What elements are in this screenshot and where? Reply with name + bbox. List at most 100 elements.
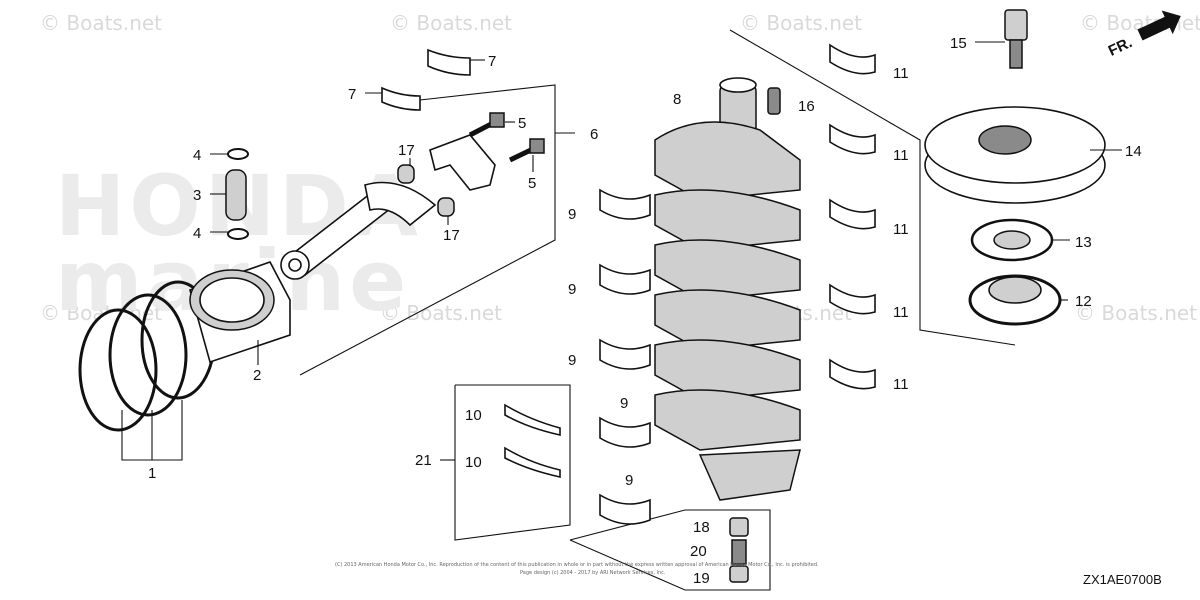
crank-web (654, 121, 801, 201)
pulley-bolt[interactable] (975, 9, 1028, 69)
callout-7[interactable]: 7 (348, 86, 356, 103)
main-bearing[interactable] (599, 416, 651, 448)
callout-11[interactable]: 11 (893, 304, 909, 321)
callout-21[interactable]: 21 (415, 452, 432, 469)
dowel-pin[interactable] (397, 164, 415, 184)
main-bearings-upper (599, 188, 651, 525)
watermark-text: © Boats.net (40, 11, 162, 35)
crankshaft[interactable] (654, 77, 801, 501)
callout-4[interactable]: 4 (193, 225, 201, 242)
bearing-shell[interactable] (829, 43, 876, 75)
main-bearing[interactable] (599, 493, 651, 525)
piston-ring[interactable] (78, 308, 158, 432)
callout-19[interactable]: 19 (693, 570, 710, 587)
callout-17[interactable]: 17 (443, 227, 460, 244)
callout-6[interactable]: 6 (590, 126, 598, 143)
bolt-head (489, 112, 505, 128)
drive-gear[interactable] (968, 274, 1068, 326)
rod-bearings (365, 48, 485, 111)
piston-pin-clip[interactable] (227, 228, 249, 240)
rod-bearing[interactable] (427, 48, 471, 76)
callout-11[interactable]: 11 (893, 147, 909, 164)
oil-jet-group-box (569, 509, 771, 591)
callout-9[interactable]: 9 (568, 206, 576, 223)
callout-9[interactable]: 9 (568, 281, 576, 298)
callout-17[interactable]: 17 (398, 142, 415, 159)
callout-labels: 1 2 3 4 4 5 5 6 7 7 8 9 9 9 9 9 10 10 11… (148, 35, 1142, 587)
piston-ring[interactable] (108, 293, 188, 417)
callout-5[interactable]: 5 (528, 175, 536, 192)
crank-web (654, 189, 801, 251)
rod-bearing[interactable] (381, 86, 421, 111)
callout-2[interactable]: 2 (253, 367, 261, 384)
thrust-group-box (454, 384, 571, 541)
thrust-washers (504, 403, 561, 478)
rod-small-end-bore (288, 258, 302, 272)
callout-20[interactable]: 20 (690, 543, 707, 560)
watermark-text: © Boats.net (1075, 301, 1197, 325)
main-bearing[interactable] (599, 263, 651, 295)
callout-4[interactable]: 4 (193, 147, 201, 164)
piston-pin-clip[interactable] (227, 148, 249, 160)
callout-10[interactable]: 10 (465, 454, 482, 471)
thrust-washer[interactable] (504, 403, 561, 436)
bolt-shank (1009, 39, 1023, 69)
callout-7[interactable]: 7 (488, 53, 496, 70)
bearing-shell[interactable] (829, 358, 876, 390)
copyright-line: Page design (c) 2004 - 2017 by ARI Netwo… (520, 570, 666, 576)
crank-web (654, 339, 801, 401)
sprocket-bore (993, 230, 1031, 250)
timing-gear[interactable] (970, 218, 1070, 262)
crank-pulley[interactable] (924, 106, 1122, 204)
callout-9[interactable]: 9 (620, 395, 628, 412)
callout-12[interactable]: 12 (1075, 293, 1092, 310)
callout-11[interactable]: 11 (893, 221, 909, 238)
piston-pin[interactable] (225, 169, 247, 221)
copyright-line: (C) 2013 American Honda Motor Co., Inc. … (335, 562, 819, 568)
piston-crown-inner (199, 277, 265, 323)
callout-14[interactable]: 14 (1125, 143, 1142, 160)
callout-1[interactable]: 1 (148, 465, 156, 482)
oil-jet-parts (729, 517, 749, 583)
callout-3[interactable]: 3 (193, 187, 201, 204)
crank-nose-end (719, 77, 757, 93)
bearing-shell[interactable] (829, 123, 876, 155)
front-label: FR. (1106, 34, 1135, 60)
callout-18[interactable]: 18 (693, 519, 710, 536)
bearing-shell[interactable] (829, 198, 876, 230)
oil-jet-spring[interactable] (731, 539, 747, 565)
rod-cap[interactable] (429, 134, 496, 191)
piston-ring-set (78, 280, 216, 461)
oil-jet-cap[interactable] (729, 517, 749, 537)
bearing-shells-lower (829, 43, 876, 390)
callout-11[interactable]: 11 (893, 65, 909, 82)
callout-9[interactable]: 9 (625, 472, 633, 489)
dowel-pin[interactable] (437, 197, 455, 217)
rod-bolt[interactable] (508, 138, 545, 163)
piston[interactable] (189, 261, 291, 365)
main-bearing[interactable] (599, 188, 651, 220)
thrust-washer[interactable] (504, 446, 561, 478)
callout-11[interactable]: 11 (893, 376, 909, 393)
callout-13[interactable]: 13 (1075, 234, 1092, 251)
bearing-shell[interactable] (829, 283, 876, 315)
watermark-text: © Boats.net (380, 301, 502, 325)
main-bearing[interactable] (599, 338, 651, 370)
callout-8[interactable]: 8 (673, 91, 681, 108)
callout-16[interactable]: 16 (798, 98, 815, 115)
callout-5[interactable]: 5 (518, 115, 526, 132)
woodruff-key[interactable] (767, 87, 781, 115)
pulley-hub (978, 125, 1032, 155)
pulley-group-box (729, 29, 1016, 346)
oil-jet-bolt[interactable] (729, 565, 749, 583)
callout-10[interactable]: 10 (465, 407, 482, 424)
crank-tail (698, 449, 801, 501)
callout-9[interactable]: 9 (568, 352, 576, 369)
front-arrow-icon (1137, 10, 1181, 41)
callout-15[interactable]: 15 (950, 35, 967, 52)
rod-bolt[interactable] (468, 112, 505, 138)
connecting-rod[interactable] (280, 134, 496, 280)
watermark-text: © Boats.net (390, 11, 512, 35)
crank-web (654, 289, 801, 351)
